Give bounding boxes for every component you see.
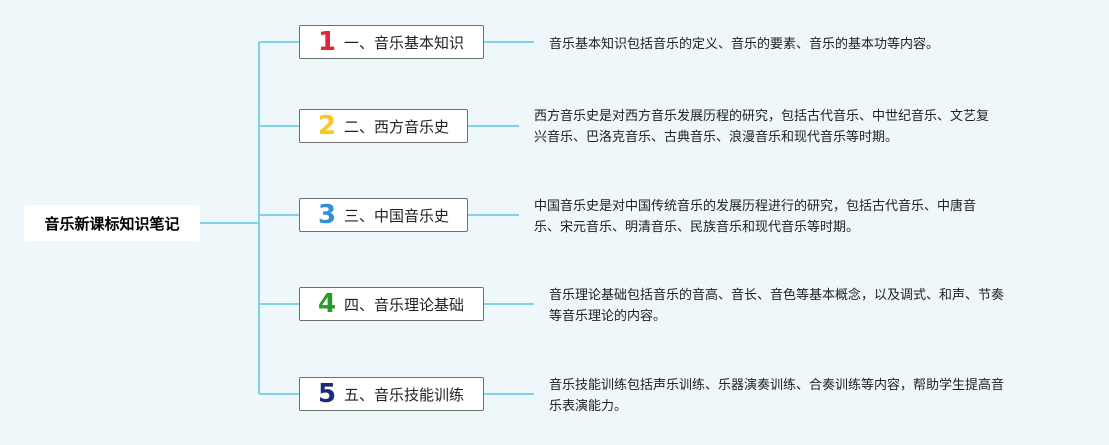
root-title: 音乐新课标知识笔记	[44, 214, 180, 233]
branch-description: 中国音乐史是对中国传统音乐的发展历程进行的研究，包括古代音乐、中唐音 乐、宋元音…	[534, 196, 976, 238]
branch-node-chinese-music-history[interactable]: 3 三、中国音乐史	[299, 198, 468, 232]
description-line: 等音乐理论的内容。	[549, 309, 667, 324]
number-five-icon: 5	[317, 379, 337, 409]
description-line: 西方音乐史是对西方音乐发展历程的研究，包括古代音乐、中世纪音乐、文艺复	[534, 109, 990, 124]
description-line: 兴音乐、巴洛克音乐、古典音乐、浪漫音乐和现代音乐等时期。	[534, 130, 899, 145]
description-line: 音乐技能训练包括声乐训练、乐器演奏训练、合奏训练等内容，帮助学生提高音	[549, 378, 1005, 393]
description-line: 乐、宋元音乐、明清音乐、民族音乐和现代音乐等时期。	[534, 220, 860, 235]
branch-node-music-skills[interactable]: 5 五、音乐技能训练	[299, 377, 484, 411]
root-node[interactable]: 音乐新课标知识笔记	[24, 205, 200, 241]
description-line: 音乐理论基础包括音乐的音高、音长、音色等基本概念，以及调式、和声、节奏	[549, 288, 1005, 303]
branch-description: 音乐技能训练包括声乐训练、乐器演奏训练、合奏训练等内容，帮助学生提高音 乐表演能…	[549, 375, 1004, 417]
number-one-icon: 1	[317, 27, 337, 57]
branch-node-music-basics[interactable]: 1 一、音乐基本知识	[299, 25, 484, 59]
description-line: 中国音乐史是对中国传统音乐的发展历程进行的研究，包括古代音乐、中唐音	[534, 199, 977, 214]
branch-label: 二、西方音乐史	[344, 117, 450, 136]
number-three-icon: 3	[317, 200, 337, 230]
description-line: 音乐基本知识包括音乐的定义、音乐的要素、音乐的基本功等内容。	[549, 37, 940, 52]
description-line: 乐表演能力。	[549, 399, 628, 414]
branch-label: 四、音乐理论基础	[344, 295, 465, 314]
branch-description: 音乐理论基础包括音乐的音高、音长、音色等基本概念，以及调式、和声、节奏 等音乐理…	[549, 285, 1004, 327]
branch-label: 一、音乐基本知识	[344, 33, 465, 52]
branch-node-music-theory[interactable]: 4 四、音乐理论基础	[299, 287, 484, 321]
branch-label: 五、音乐技能训练	[344, 385, 465, 404]
branch-node-western-music-history[interactable]: 2 二、西方音乐史	[299, 109, 468, 143]
number-four-icon: 4	[317, 289, 337, 319]
branch-description: 西方音乐史是对西方音乐发展历程的研究，包括古代音乐、中世纪音乐、文艺复 兴音乐、…	[534, 106, 989, 148]
branch-description: 音乐基本知识包括音乐的定义、音乐的要素、音乐的基本功等内容。	[549, 34, 939, 55]
branch-label: 三、中国音乐史	[344, 206, 450, 225]
number-two-icon: 2	[317, 111, 337, 141]
